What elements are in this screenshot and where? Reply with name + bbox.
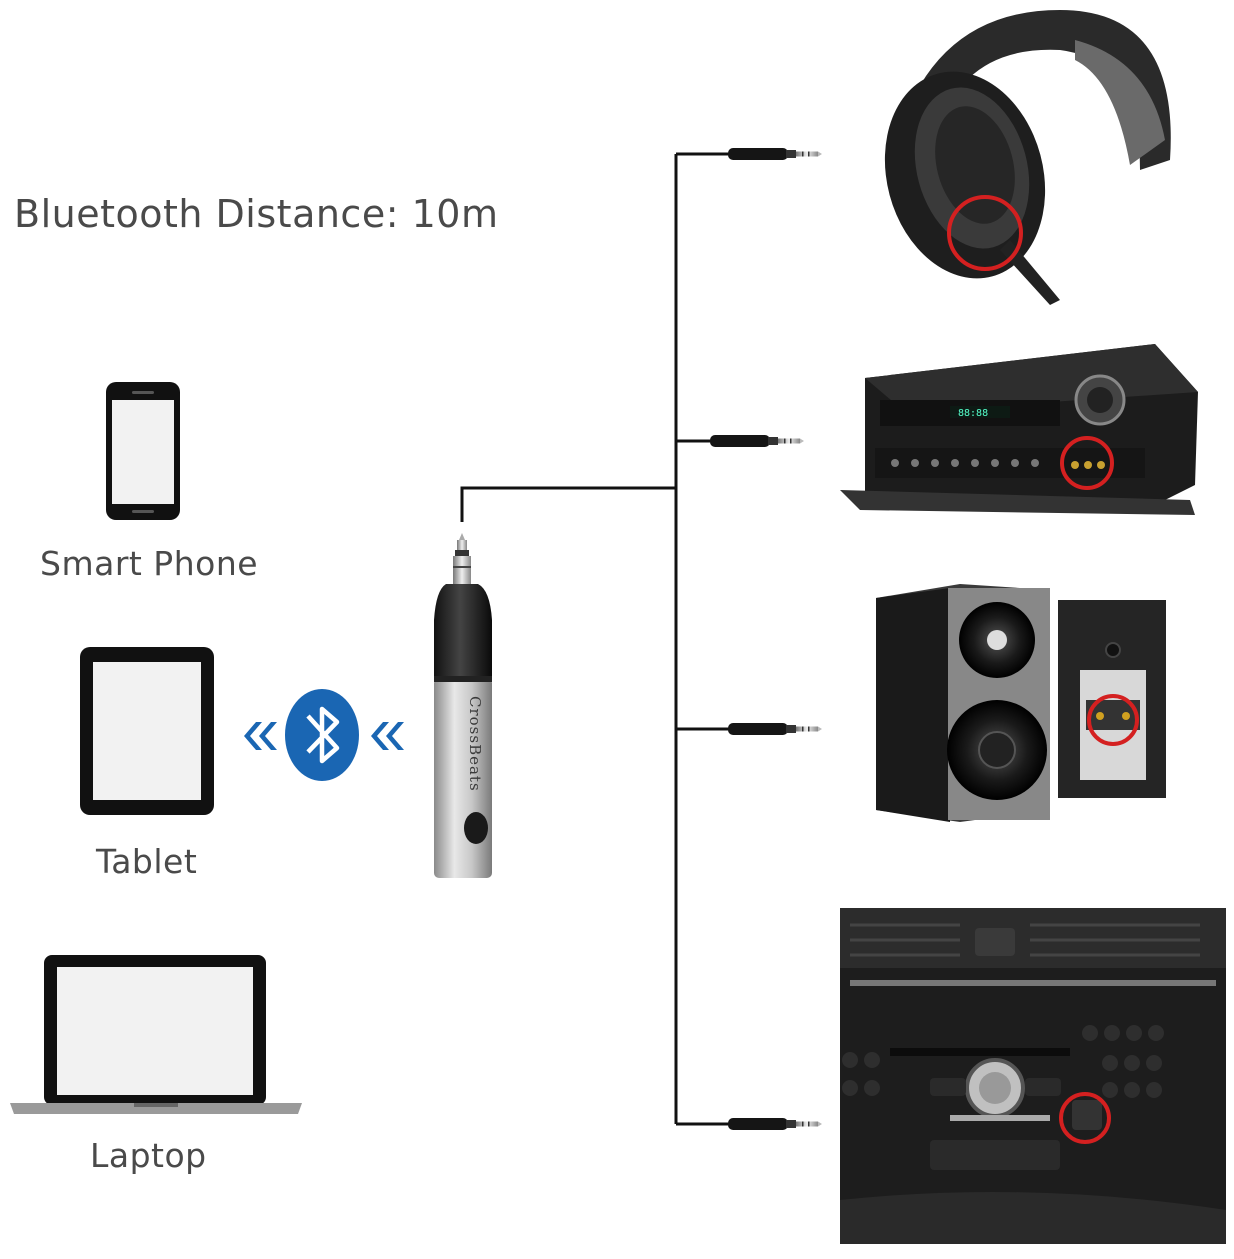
- svg-text:88:88: 88:88: [958, 408, 988, 419]
- signal-chevrons-left: [244, 722, 277, 750]
- bluetooth-receiver-icon: CrossBeats: [434, 533, 492, 878]
- highlight-circle: [947, 195, 1023, 271]
- headphones-icon: [884, 10, 1171, 305]
- audio-jack-receiver: [710, 435, 804, 447]
- laptop-label: Laptop: [90, 1136, 207, 1175]
- highlight-circle: [1059, 1092, 1111, 1144]
- receiver-brand: CrossBeats: [466, 696, 484, 792]
- signal-chevrons-right: [371, 722, 404, 750]
- highlight-circle: [1060, 436, 1114, 490]
- audio-jack-headphones: [728, 148, 822, 160]
- smart-phone-label: Smart Phone: [40, 544, 259, 583]
- audio-jack-car: [728, 1118, 822, 1130]
- car-stereo-icon: [840, 908, 1226, 1244]
- smartphone-icon: [106, 382, 180, 520]
- speakers-icon: [876, 584, 1166, 822]
- audio-jack-speakers: [728, 723, 822, 735]
- bluetooth-distance-title: Bluetooth Distance: 10m: [14, 192, 499, 236]
- av-receiver-icon: 88:88: [840, 344, 1198, 515]
- tablet-label: Tablet: [96, 842, 198, 881]
- highlight-circle: [1087, 694, 1139, 746]
- cable-lines: [460, 152, 730, 1126]
- tablet-icon: [80, 647, 214, 815]
- bluetooth-icon: [285, 689, 359, 781]
- laptop-icon: [10, 955, 302, 1114]
